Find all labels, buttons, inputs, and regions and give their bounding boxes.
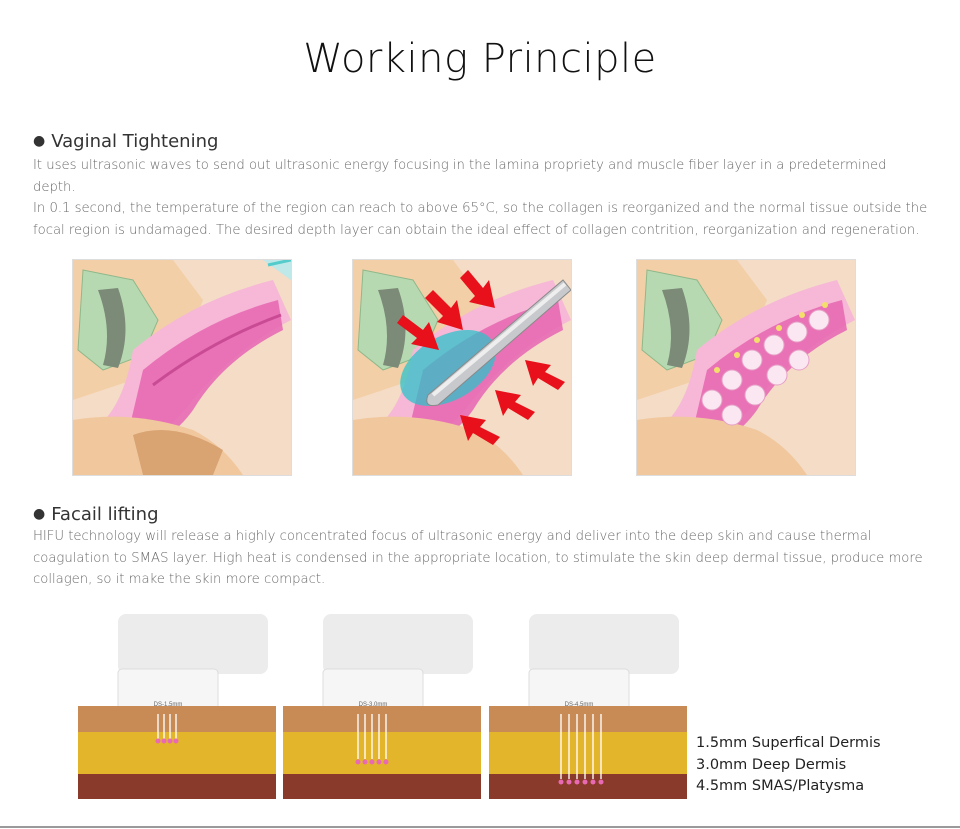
section-heading-facial: ● Facail lifting: [33, 504, 159, 525]
bullet-icon: ●: [33, 506, 46, 522]
footer-divider: [0, 826, 960, 828]
cartridge-label-3: DS-4.5mm: [565, 702, 594, 708]
text-line: In 0.1 second, the temperature of the re…: [33, 201, 928, 216]
vaginal-heading-text: Vaginal Tightening: [51, 131, 219, 152]
facial-description: HIFU technology will release a highly co…: [33, 526, 933, 591]
anatomy-illustration-treatment: [352, 259, 572, 476]
cartridge-image-4-5mm: DS-4.5mm: [489, 614, 687, 799]
vaginal-description: It uses ultrasonic waves to send out ult…: [33, 155, 933, 241]
legend-item: 3.0mm Deep Dermis: [696, 756, 847, 773]
cartridge-image-3-0mm: DS-3.0mm: [283, 614, 481, 799]
legend-item: 1.5mm Superfical Dermis: [696, 735, 881, 751]
text-line: HIFU technology will release a highly co…: [33, 529, 872, 544]
cartridge-label-2: DS-3.0mm: [359, 702, 388, 708]
text-line: coagulation to SMAS layer. High heat is …: [33, 550, 923, 566]
text-line: collagen, so it make the skin more compa…: [33, 572, 326, 587]
anatomy-illustration-before: [72, 259, 292, 476]
bullet-icon: ●: [33, 133, 46, 149]
depth-legend: 1.5mm Superfical Dermis 3.0mm Deep Dermi…: [696, 733, 881, 798]
cartridge-image-1-5mm: DS-1.5mm: [78, 614, 276, 799]
legend-item: 4.5mm SMAS/Platysma: [696, 778, 865, 794]
page-title: Working Principle: [303, 36, 657, 82]
section-heading-vaginal: ● Vaginal Tightening: [33, 131, 218, 152]
text-line: focal region is undamaged. The desired d…: [33, 222, 920, 238]
text-line: It uses ultrasonic waves to send out ult…: [33, 158, 887, 195]
cartridge-label-1: DS-1.5mm: [154, 702, 183, 708]
anatomy-illustration-after: [636, 259, 856, 476]
facial-heading-text: Facail lifting: [51, 504, 159, 525]
